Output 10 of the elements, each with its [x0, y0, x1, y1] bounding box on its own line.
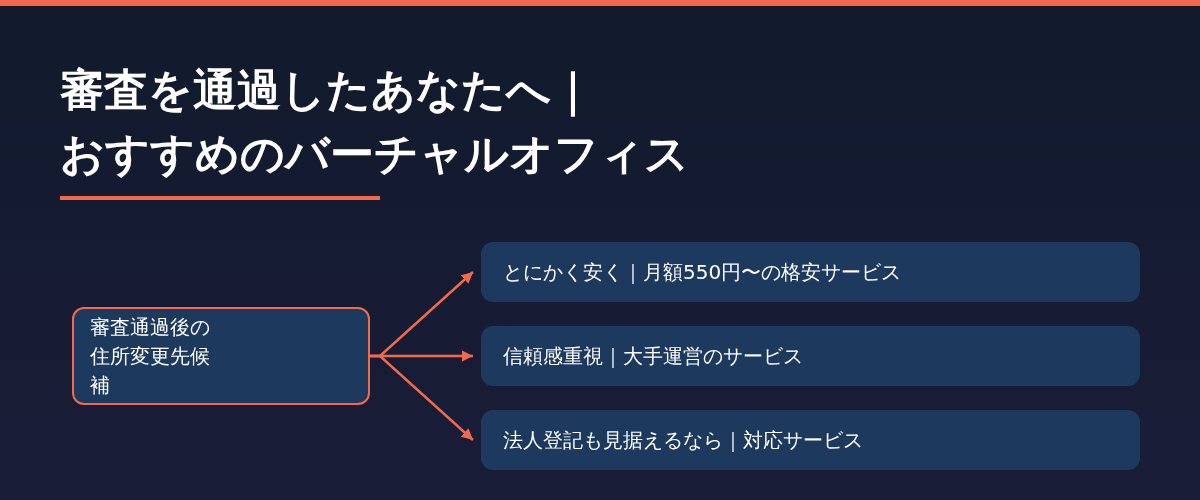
option-box	[481, 410, 1140, 470]
node-text: とにかく安く｜月額550円〜の格安サービス	[503, 258, 902, 286]
title: 審査を通過したあなたへ｜おすすめのバーチャルオフィス	[60, 63, 689, 181]
node-text: 信頼感重視｜大手運営のサービス	[503, 342, 803, 370]
option-box	[481, 242, 1140, 302]
node-text: 法人登記も見据えるなら｜対応サービス	[503, 426, 863, 454]
node-text: 審査通過後の住所変更先候補	[90, 313, 211, 399]
source-box	[72, 307, 370, 405]
option-box	[481, 326, 1140, 386]
arrow	[370, 354, 474, 441]
